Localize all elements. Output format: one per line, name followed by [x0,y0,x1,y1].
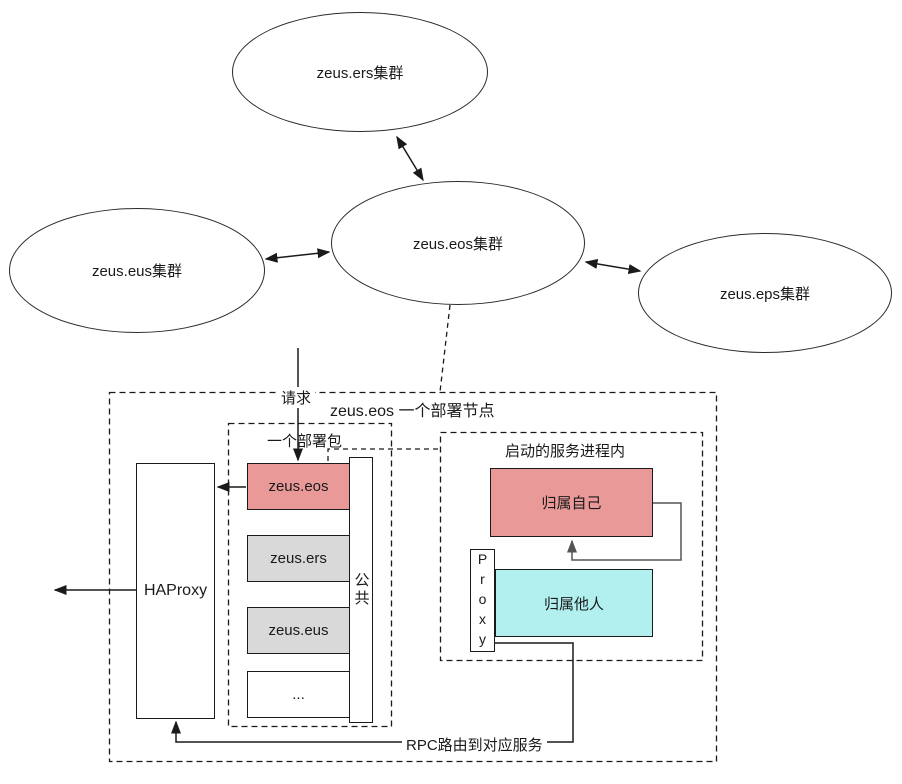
arrow-eos-eps [584,258,642,275]
arrow-ers-eos [396,135,424,182]
rpc-route-arrow [171,642,574,743]
proxy-label: Proxy [474,550,491,651]
service-zeus-ers-label: zeus.ers [270,550,327,567]
cluster-eos-label: zeus.eos集群 [412,235,504,253]
proxy-box: Proxy [470,549,495,652]
shared-column-box: 公共 [349,457,373,723]
cluster-eos-ellipse: zeus.eos集群 [331,181,585,305]
package-box-caption: 一个部署包 [267,433,343,450]
cluster-eps-ellipse: zeus.eps集群 [638,233,892,353]
service-zeus-ers-box: zeus.ers [247,535,350,582]
shared-column-label: 公共 [352,572,370,608]
own-services-label: 归属自己 [541,495,602,512]
cluster-eus-ellipse: zeus.eus集群 [9,208,265,333]
others-services-label: 归属他人 [543,595,604,613]
haproxy-label: HAProxy [143,582,208,599]
haproxy-box: HAProxy [136,463,215,719]
rpc-route-label: RPC路由到对应服务 [402,734,547,755]
service-more-label: ... [292,686,305,703]
cluster-ers-ellipse: zeus.ers集群 [232,12,488,132]
arrow-eus-eos [264,248,331,263]
request-label: 请求 [277,387,316,408]
service-zeus-eus-label: zeus.eus [268,622,329,639]
others-services-box: 归属他人 [495,569,653,637]
service-to-process-dashed-line [327,448,439,461]
cluster-eus-label: zeus.eus集群 [91,263,183,280]
cluster-ers-label: zeus.ers集群 [316,64,404,82]
cluster-eps-label: zeus.eps集群 [719,285,811,303]
service-zeus-eus-box: zeus.eus [247,607,350,654]
service-zeus-eos-label: zeus.eos [268,478,329,495]
service-more-box: ... [247,671,350,718]
eos-to-node-dashed-line [439,304,451,393]
node-box-caption: zeus.eos 一个部署节点 [330,403,495,420]
own-services-box: 归属自己 [490,468,653,537]
process-box-caption: 启动的服务进程内 [505,443,626,460]
service-zeus-eos-box: zeus.eos [247,463,350,510]
